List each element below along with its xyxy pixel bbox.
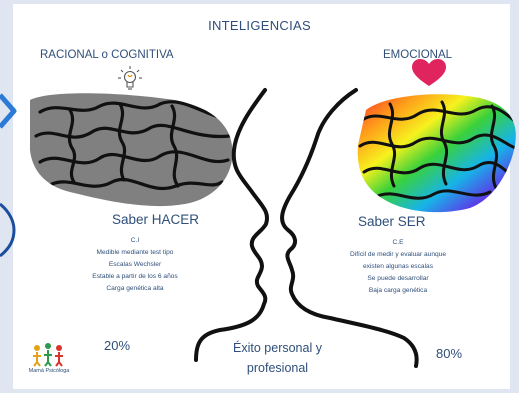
logo-caption: Mamá Psicóloga <box>28 368 70 374</box>
heart-icon <box>412 59 446 86</box>
right-main-label: Saber SER <box>358 214 426 229</box>
right-detail-line: Difícil de medir y evaluar aunque <box>349 251 447 258</box>
left-face-profile <box>194 88 269 362</box>
right-details: C.E Difícil de medir y evaluar aunque ex… <box>338 237 458 297</box>
left-detail-line: Medible mediante test tipo <box>96 249 174 256</box>
right-detail-line: Baja carga genética <box>368 287 428 294</box>
right-detail-line: existen algunas escalas <box>362 263 433 270</box>
zoom-control-icon[interactable] <box>0 200 16 260</box>
right-percentage: 80% <box>436 346 463 361</box>
left-detail-line: C.I <box>130 237 140 244</box>
left-detail-line: Carga genética alta <box>106 285 164 292</box>
left-percentage: 20% <box>104 338 131 353</box>
right-brain-icon <box>357 94 516 213</box>
right-face-profile <box>280 88 419 368</box>
previous-slide-button[interactable] <box>0 93 20 129</box>
left-brain-icon <box>30 93 233 207</box>
logo-icon <box>33 343 63 367</box>
right-heading: EMOCIONAL <box>383 49 453 61</box>
center-caption: Éxito personal y profesional <box>233 341 322 375</box>
left-detail-line: Escalas Wechsler <box>108 261 162 268</box>
lightbulb-icon <box>118 66 142 90</box>
page-title: INTELIGENCIAS <box>208 18 311 33</box>
left-detail-line: Estable a partir de los 6 años <box>92 273 178 280</box>
right-detail-line: Se puede desarrollar <box>367 275 429 282</box>
right-detail-line: C.E <box>392 239 404 246</box>
left-details: C.I Medible mediante test tipo Escalas W… <box>80 235 190 295</box>
left-heading: RACIONAL o COGNITIVA <box>40 49 174 61</box>
left-main-label: Saber HACER <box>112 212 200 227</box>
